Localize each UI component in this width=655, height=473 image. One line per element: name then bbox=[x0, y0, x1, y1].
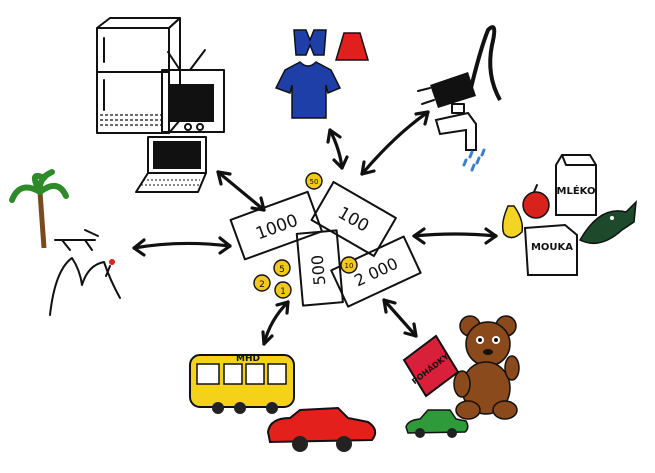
arrow-to-clothes bbox=[328, 130, 347, 168]
banknote-500-label: 500 bbox=[308, 254, 330, 286]
tap-icon bbox=[436, 104, 484, 170]
fridge-icon bbox=[97, 18, 180, 133]
clothes-icon bbox=[276, 30, 368, 118]
car-icon bbox=[268, 408, 375, 452]
coin-10-label: 10 bbox=[345, 262, 354, 270]
arrow-to-electronics bbox=[218, 172, 264, 210]
banknote-1000: 1000 bbox=[231, 192, 322, 260]
coin-50-label: 50 bbox=[310, 178, 319, 186]
milk-carton-label: MLÉKO bbox=[557, 184, 596, 197]
arrow-to-travel bbox=[134, 238, 230, 255]
food-icon: MLÉKO MOUKA bbox=[503, 155, 636, 275]
arrow-to-food bbox=[414, 229, 496, 243]
book-icon: POHÁDKY bbox=[404, 336, 458, 396]
laptop-icon bbox=[136, 137, 206, 192]
coin-5-label: 5 bbox=[279, 265, 285, 275]
arrow-to-utilities bbox=[362, 112, 428, 174]
banknote-100-label: 100 bbox=[334, 203, 372, 237]
flour-bag-label: MOUKA bbox=[531, 242, 573, 253]
coin-2-label: 2 bbox=[259, 280, 265, 290]
bus-icon: MHD bbox=[190, 354, 294, 414]
plug-icon bbox=[418, 27, 500, 108]
arrow-to-transport bbox=[263, 302, 288, 344]
mountain-icon bbox=[50, 258, 120, 315]
palm-tree-icon bbox=[12, 172, 98, 250]
banknote-1000-label: 1000 bbox=[253, 211, 300, 245]
banknote-100: 100 bbox=[312, 182, 396, 256]
bus-sign-label: MHD bbox=[236, 354, 260, 364]
arrow-to-toys bbox=[384, 300, 416, 336]
coin-1-label: 1 bbox=[280, 287, 286, 297]
tv-icon bbox=[162, 50, 224, 132]
toy-bear-icon bbox=[454, 316, 519, 419]
